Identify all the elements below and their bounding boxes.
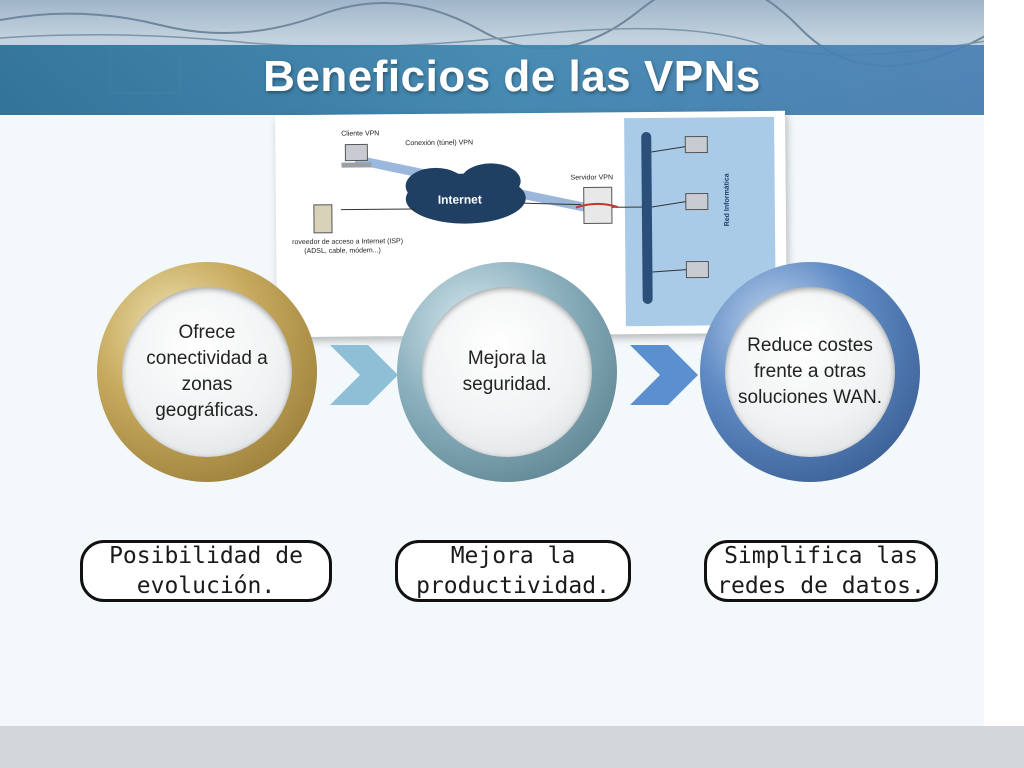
vpn-diagram-image: Cliente VPN Conexión (túnel) VPN Interne…	[275, 110, 787, 338]
circle-text: Ofrece conectividad a zonas geográficas.	[146, 322, 268, 421]
client-computer-icon	[341, 143, 372, 168]
network-backbone	[641, 131, 653, 304]
label-client: Cliente VPN	[341, 130, 380, 138]
benefit-circle-3: Reduce costes frente a otras soluciones …	[700, 262, 920, 482]
benefit-pill-2: Mejora la productividad.	[395, 540, 631, 602]
header-map-banner	[0, 0, 1024, 115]
vpn-server-icon	[575, 186, 619, 225]
circle-inner: Mejora la seguridad.	[422, 287, 592, 457]
internet-cloud-icon	[405, 163, 526, 224]
pill-line-1: Mejora la	[450, 543, 576, 569]
label-network: Red Informática	[723, 173, 732, 227]
circle-inner: Reduce costes frente a otras soluciones …	[725, 287, 895, 457]
pill-line-2: evolución.	[136, 573, 276, 599]
chevron-right-icon	[330, 345, 398, 405]
label-tunnel: Conexión (túnel) VPN	[405, 139, 474, 148]
footer-bar	[0, 726, 1024, 768]
benefit-pill-1: Posibilidad de evolución.	[80, 540, 332, 602]
lan-computer-icon	[651, 135, 709, 279]
circle-inner: Ofrece conectividad a zonas geográficas.	[122, 287, 292, 457]
chevron-right-icon	[630, 345, 698, 405]
isp-server-icon	[313, 204, 333, 234]
pill-line-1: Simplifica las	[724, 543, 918, 569]
circle-text: Reduce costes frente a otras soluciones …	[738, 335, 882, 408]
label-server: Servidor VPN	[570, 174, 614, 182]
pill-line-2: productividad.	[416, 573, 610, 599]
title-band	[0, 45, 1024, 115]
benefit-pill-3: Simplifica las redes de datos.	[704, 540, 938, 602]
right-strip	[984, 0, 1024, 768]
label-isp-detail: (ADSL, cable, módem...)	[304, 247, 381, 255]
pill-line-1: Posibilidad de	[109, 543, 303, 569]
label-isp: roveedor de acceso a Internet (ISP)	[292, 238, 404, 247]
label-internet: Internet	[437, 192, 482, 207]
benefit-circle-2: Mejora la seguridad.	[397, 262, 617, 482]
slide-title: Beneficios de las VPNs	[263, 52, 761, 101]
pill-line-2: redes de datos.	[717, 573, 925, 599]
vpn-network-diagram	[313, 131, 709, 304]
circle-text: Mejora la seguridad.	[462, 348, 552, 395]
benefit-circle-1: Ofrece conectividad a zonas geográficas.	[97, 262, 317, 482]
